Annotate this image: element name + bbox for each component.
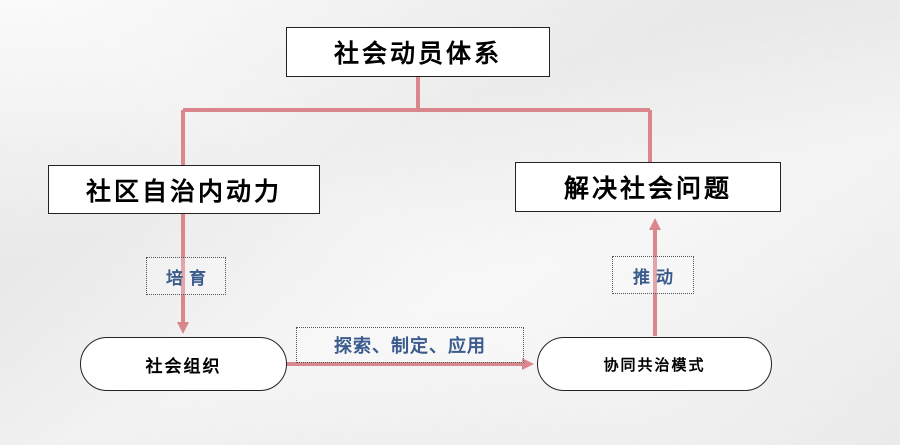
node-solve-social-problems: 解决社会问题	[515, 162, 781, 212]
label-cultivate: 培 育	[146, 257, 226, 295]
node-collaborative-governance-mode: 协同共治模式	[537, 337, 772, 391]
label-promote: 推 动	[612, 256, 694, 294]
label-explore-define-apply: 探索、制定、应用	[296, 327, 524, 363]
node-community-self-governance: 社区自治内动力	[48, 165, 320, 214]
node-mobilization-system: 社会动员体系	[286, 27, 550, 77]
node-social-organization: 社会组织	[80, 337, 287, 391]
